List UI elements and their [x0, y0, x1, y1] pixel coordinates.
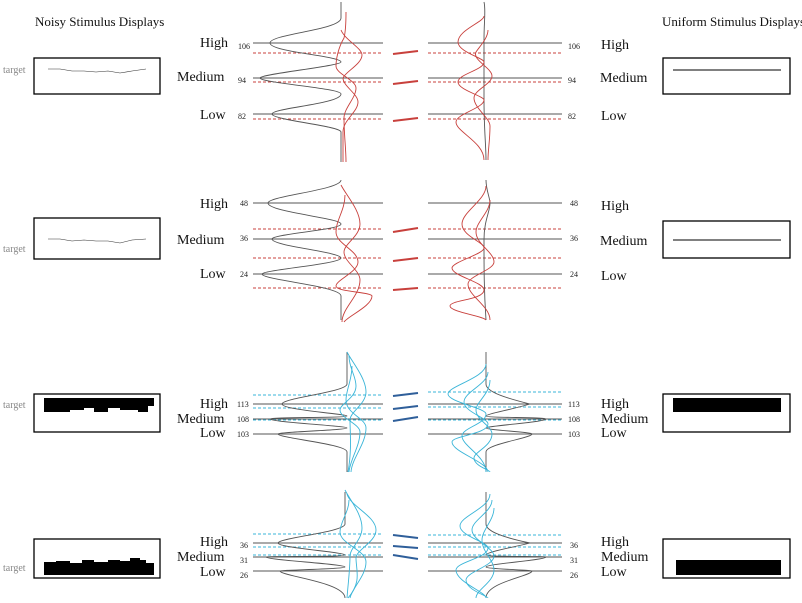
tick-low-right: 103	[568, 430, 580, 439]
level-low-left: Low	[200, 565, 227, 580]
level-low-right: Low	[601, 269, 628, 284]
tick-medium-left: 94	[238, 76, 246, 85]
level-high-right: High	[601, 397, 629, 412]
panel-2: target High Medium Low High Medium Low 4…	[3, 179, 791, 323]
target-label: target	[3, 563, 26, 574]
noisy-display	[33, 57, 161, 95]
tick-low-left: 26	[240, 571, 248, 580]
tick-high-right: 48	[570, 199, 578, 208]
tick-low-right: 24	[570, 270, 578, 279]
level-high-right: High	[601, 535, 629, 550]
reference-lines	[253, 202, 562, 275]
tick-high-left: 106	[238, 42, 250, 51]
uniform-bars	[673, 398, 781, 412]
connector-lines	[392, 392, 419, 422]
level-low-left: Low	[200, 108, 227, 123]
level-high-left: High	[200, 397, 228, 412]
tick-low-left: 103	[237, 430, 249, 439]
tick-high-right: 113	[568, 400, 580, 409]
title-uniform: Uniform Stimulus Displays	[662, 14, 802, 29]
level-medium-right: Medium	[601, 550, 649, 565]
level-high-right: High	[601, 199, 629, 214]
level-medium-left: Medium	[177, 70, 225, 85]
tick-medium-right: 36	[570, 234, 578, 243]
tick-high-right: 36	[570, 541, 578, 550]
estimate-lines	[253, 533, 562, 556]
panel-4: target High Medium Low High Medium Low 3…	[3, 489, 791, 599]
tick-low-right: 82	[568, 112, 576, 121]
level-high-left: High	[200, 535, 228, 550]
noisy-display	[33, 217, 161, 260]
tick-low-left: 82	[238, 112, 246, 121]
level-low-left: Low	[200, 267, 227, 282]
title-noisy: Noisy Stimulus Displays	[35, 14, 164, 29]
distribution-curves	[269, 351, 547, 473]
tick-low-left: 24	[240, 270, 248, 279]
level-low-left: Low	[200, 426, 227, 441]
estimate-lines	[253, 391, 562, 421]
level-medium-left: Medium	[177, 233, 225, 248]
uniform-bars	[676, 560, 781, 575]
distribution-curves	[261, 179, 495, 323]
noisy-bars	[44, 398, 154, 412]
level-high-left: High	[200, 197, 228, 212]
tick-high-left: 48	[240, 199, 248, 208]
uniform-display	[662, 57, 791, 95]
target-label: target	[3, 65, 26, 76]
connector-lines	[392, 227, 419, 291]
tick-high-left: 113	[237, 400, 249, 409]
estimate-lines	[253, 228, 562, 289]
tick-medium-right: 108	[568, 415, 580, 424]
tick-low-right: 26	[570, 571, 578, 580]
panel-1: target High Medium Low High Medium Low 1…	[3, 1, 791, 163]
tick-medium-left: 108	[237, 415, 249, 424]
level-medium-right: Medium	[601, 412, 649, 427]
level-medium-right: Medium	[600, 71, 648, 86]
tick-high-right: 106	[568, 42, 580, 51]
tick-medium-left: 31	[240, 556, 248, 565]
level-high-left: High	[200, 36, 228, 51]
level-low-right: Low	[601, 426, 628, 441]
connector-lines	[392, 534, 419, 560]
level-low-right: Low	[601, 109, 628, 124]
tick-medium-right: 94	[568, 76, 576, 85]
noisy-dot-line	[48, 68, 147, 74]
connector-lines	[392, 50, 419, 122]
tick-medium-left: 36	[240, 234, 248, 243]
panel-3: target High Medium Low High Medium Low 1…	[3, 351, 791, 473]
level-medium-left: Medium	[177, 412, 225, 427]
noisy-dot-line	[48, 238, 147, 244]
distribution-curves	[265, 489, 547, 599]
tick-medium-right: 31	[570, 556, 578, 565]
level-medium-left: Medium	[177, 550, 225, 565]
distribution-curves	[259, 1, 493, 163]
level-high-right: High	[601, 38, 629, 53]
level-medium-right: Medium	[600, 234, 648, 249]
reference-lines	[253, 42, 562, 115]
estimate-lines	[253, 52, 562, 120]
target-label: target	[3, 400, 26, 411]
target-label: target	[3, 244, 26, 255]
tick-high-left: 36	[240, 541, 248, 550]
level-low-right: Low	[601, 565, 628, 580]
noisy-bars	[44, 558, 154, 575]
